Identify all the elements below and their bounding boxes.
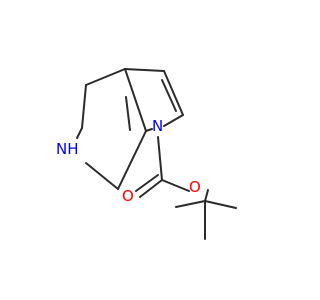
- bond-cquat-methyl-right: [204, 200, 237, 209]
- bond-c3a-c7a-double: [125, 96, 131, 131]
- bond-c5-c3a: [124, 68, 147, 132]
- bond-c4-c3: [81, 84, 87, 129]
- bond-c4-c5: [85, 68, 126, 86]
- bond-c3-c2-double: [161, 79, 177, 112]
- bond-c7-c7a: [117, 130, 147, 190]
- molecule-diagram: N NH O O: [56, 68, 237, 240]
- bond-n1-c7a: [145, 128, 153, 132]
- atom-label-o-ester: O: [189, 178, 201, 196]
- bond-c3-nh: [76, 127, 83, 139]
- bond-n1-carbonyl: [157, 136, 163, 181]
- bond-nh-c7: [85, 162, 119, 190]
- bond-c3a-c3: [124, 68, 165, 72]
- bond-carbonyl-oester: [161, 179, 190, 192]
- bond-carbonyl-o-double-2: [135, 174, 159, 192]
- atom-label-o-carbonyl: O: [122, 187, 134, 205]
- bond-carbonyl-o-double-1: [139, 179, 163, 198]
- atom-label-n-pyrrole: N: [152, 117, 163, 135]
- bond-c3-c2: [163, 70, 184, 116]
- bond-c2-n1: [163, 114, 184, 127]
- bond-oester-cquat: [204, 189, 209, 202]
- bond-cquat-methyl-left: [175, 200, 206, 208]
- atom-label-nh: NH: [56, 140, 79, 158]
